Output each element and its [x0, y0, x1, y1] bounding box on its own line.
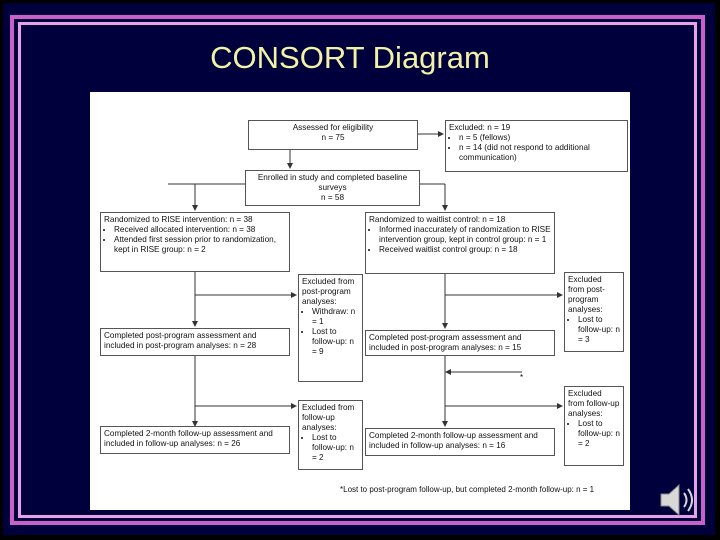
excluded-post-right-title: Excluded from post-program analyses:	[568, 275, 605, 314]
assessed-label: Assessed for eligibility	[292, 123, 374, 132]
excluded-top-title: Excluded: n = 19	[449, 123, 511, 132]
excluded-top-item: n = 5 (fellows)	[459, 133, 624, 143]
excluded-post-right-item: Lost to follow-up: n = 3	[578, 315, 620, 345]
enrolled-label: Enrolled in study and completed baseline…	[257, 173, 408, 192]
slide-frame-inner	[18, 22, 697, 518]
completed-fu-left-box: Completed 2-month follow-up assessment a…	[100, 426, 290, 454]
completed-post-left-text: Completed post-program assessment and in…	[104, 331, 257, 350]
waitlist-arm-title: Randomized to waitlist control: n = 18	[369, 215, 506, 224]
completed-post-right-box: Completed post-program assessment and in…	[365, 330, 555, 356]
excluded-top-box: Excluded: n = 19 n = 5 (fellows) n = 14 …	[445, 120, 628, 172]
excluded-fu-left-box: Excluded from follow-up analyses: Lost t…	[298, 400, 363, 470]
waitlist-arm-item: Informed inaccurately of randomization t…	[379, 225, 551, 245]
completed-fu-left-text: Completed 2-month follow-up assessment a…	[104, 429, 273, 448]
asterisk-marker: *	[520, 373, 524, 382]
enrolled-box: Enrolled in study and completed baseline…	[245, 170, 420, 206]
excluded-fu-right-item: Lost to follow-up: n = 2	[578, 419, 620, 449]
consort-diagram: Assessed for eligibility n = 75 Excluded…	[90, 92, 630, 510]
rise-arm-item: Attended first session prior to randomiz…	[114, 235, 286, 255]
rise-arm-item: Received allocated intervention: n = 38	[114, 225, 286, 235]
footnote: *Lost to post-program follow-up, but com…	[340, 485, 595, 494]
excluded-fu-left-item: Lost to follow-up: n = 2	[312, 433, 359, 463]
excluded-fu-right-title: Excluded from follow-up analyses:	[568, 389, 620, 418]
completed-post-right-text: Completed post-program assessment and in…	[369, 333, 522, 352]
excluded-post-left-item: Withdraw: n = 1	[312, 307, 359, 327]
completed-post-left-box: Completed post-program assessment and in…	[100, 328, 290, 356]
slide-frame-outer	[10, 15, 705, 525]
slide-title: CONSORT Diagram	[210, 40, 490, 75]
enrolled-count: n = 58	[321, 193, 344, 202]
assessed-box: Assessed for eligibility n = 75	[248, 120, 418, 150]
excluded-post-left-title: Excluded from post-program analyses:	[302, 277, 355, 306]
excluded-fu-right-box: Excluded from follow-up analyses: Lost t…	[564, 386, 624, 466]
excluded-post-right-box: Excluded from post-program analyses: Los…	[564, 272, 624, 352]
waitlist-arm-box: Randomized to waitlist control: n = 18 I…	[365, 212, 555, 274]
waitlist-arm-item: Received waitlist control group: n = 18	[379, 245, 551, 255]
rise-arm-box: Randomized to RISE intervention: n = 38 …	[100, 212, 290, 272]
speaker-icon[interactable]	[655, 478, 699, 522]
excluded-post-left-item: Lost to follow-up: n = 9	[312, 327, 359, 357]
completed-fu-right-text: Completed 2-month follow-up assessment a…	[369, 431, 538, 450]
assessed-count: n = 75	[321, 133, 345, 142]
excluded-top-item: n = 14 (did not respond to additional co…	[459, 143, 624, 163]
completed-fu-right-box: Completed 2-month follow-up assessment a…	[365, 428, 555, 456]
excluded-fu-left-title: Excluded from follow-up analyses:	[302, 403, 355, 432]
excluded-post-left-box: Excluded from post-program analyses: Wit…	[298, 274, 363, 382]
rise-arm-title: Randomized to RISE intervention: n = 38	[104, 215, 253, 224]
